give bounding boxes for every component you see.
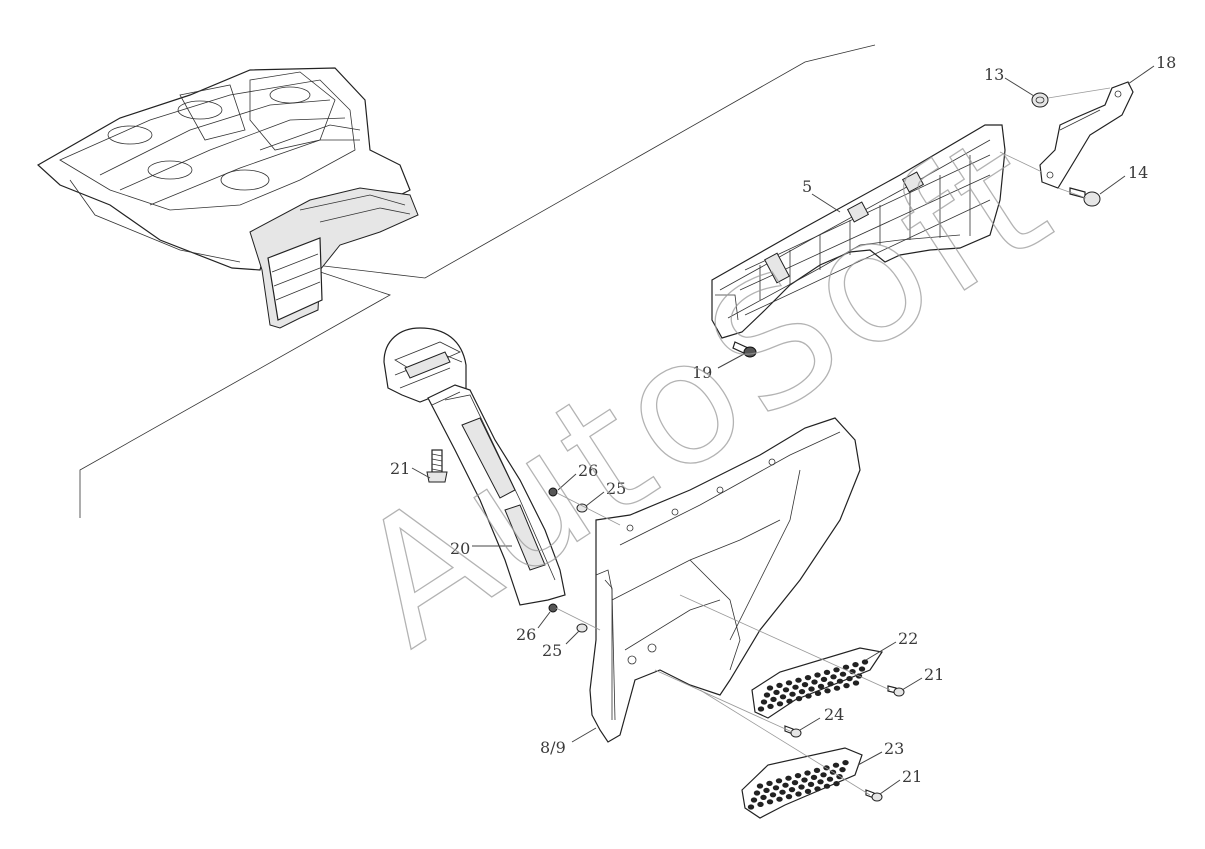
callout-23: 23 <box>884 739 904 758</box>
callout-24: 24 <box>824 705 844 724</box>
assembly-guide-lines <box>555 87 1111 796</box>
bolt-part-21-lower <box>865 789 883 802</box>
bolt-part-21-mid <box>887 685 905 697</box>
callout-21-upper: 21 <box>390 459 410 478</box>
fender-part-8-9 <box>589 417 861 743</box>
callout-8-9: 8/9 <box>540 738 566 757</box>
callout-13: 13 <box>984 65 1004 84</box>
bolt-part-21-upper <box>426 449 448 483</box>
callout-labels: 13 18 14 5 19 21 26 25 20 26 25 22 21 24… <box>390 53 1176 795</box>
step-plate-part-22 <box>751 647 884 719</box>
detail-inset-view <box>383 327 467 403</box>
washer-part-25-lower <box>576 623 588 633</box>
callout-18: 18 <box>1156 53 1176 72</box>
bolt-part-14 <box>1069 187 1101 207</box>
nut-part-26-upper <box>548 487 558 497</box>
mudguard-part-5 <box>711 124 1006 339</box>
callout-20: 20 <box>450 539 470 558</box>
step-plate-22-tread <box>757 659 869 712</box>
nut-part-13 <box>1031 92 1049 108</box>
bracket-part-18 <box>1039 81 1134 189</box>
callout-19: 19 <box>692 363 712 382</box>
vehicle-floor-overview <box>36 67 419 329</box>
callout-26-lower: 26 <box>516 625 536 644</box>
callout-21-lower: 21 <box>902 767 922 786</box>
pillar-part-20 <box>427 384 566 606</box>
step-plate-23-tread <box>747 760 849 810</box>
bolt-part-24 <box>784 725 802 738</box>
callout-26-upper: 26 <box>578 461 598 480</box>
callout-5: 5 <box>802 177 812 196</box>
callout-21-mid: 21 <box>924 665 944 684</box>
callout-22: 22 <box>898 629 918 648</box>
callout-25-lower: 25 <box>542 641 562 660</box>
nut-part-26-lower <box>548 603 558 613</box>
bolt-part-19 <box>732 341 757 358</box>
callout-25-upper: 25 <box>606 479 626 498</box>
callout-14: 14 <box>1128 163 1148 182</box>
step-plate-part-23 <box>741 747 863 819</box>
